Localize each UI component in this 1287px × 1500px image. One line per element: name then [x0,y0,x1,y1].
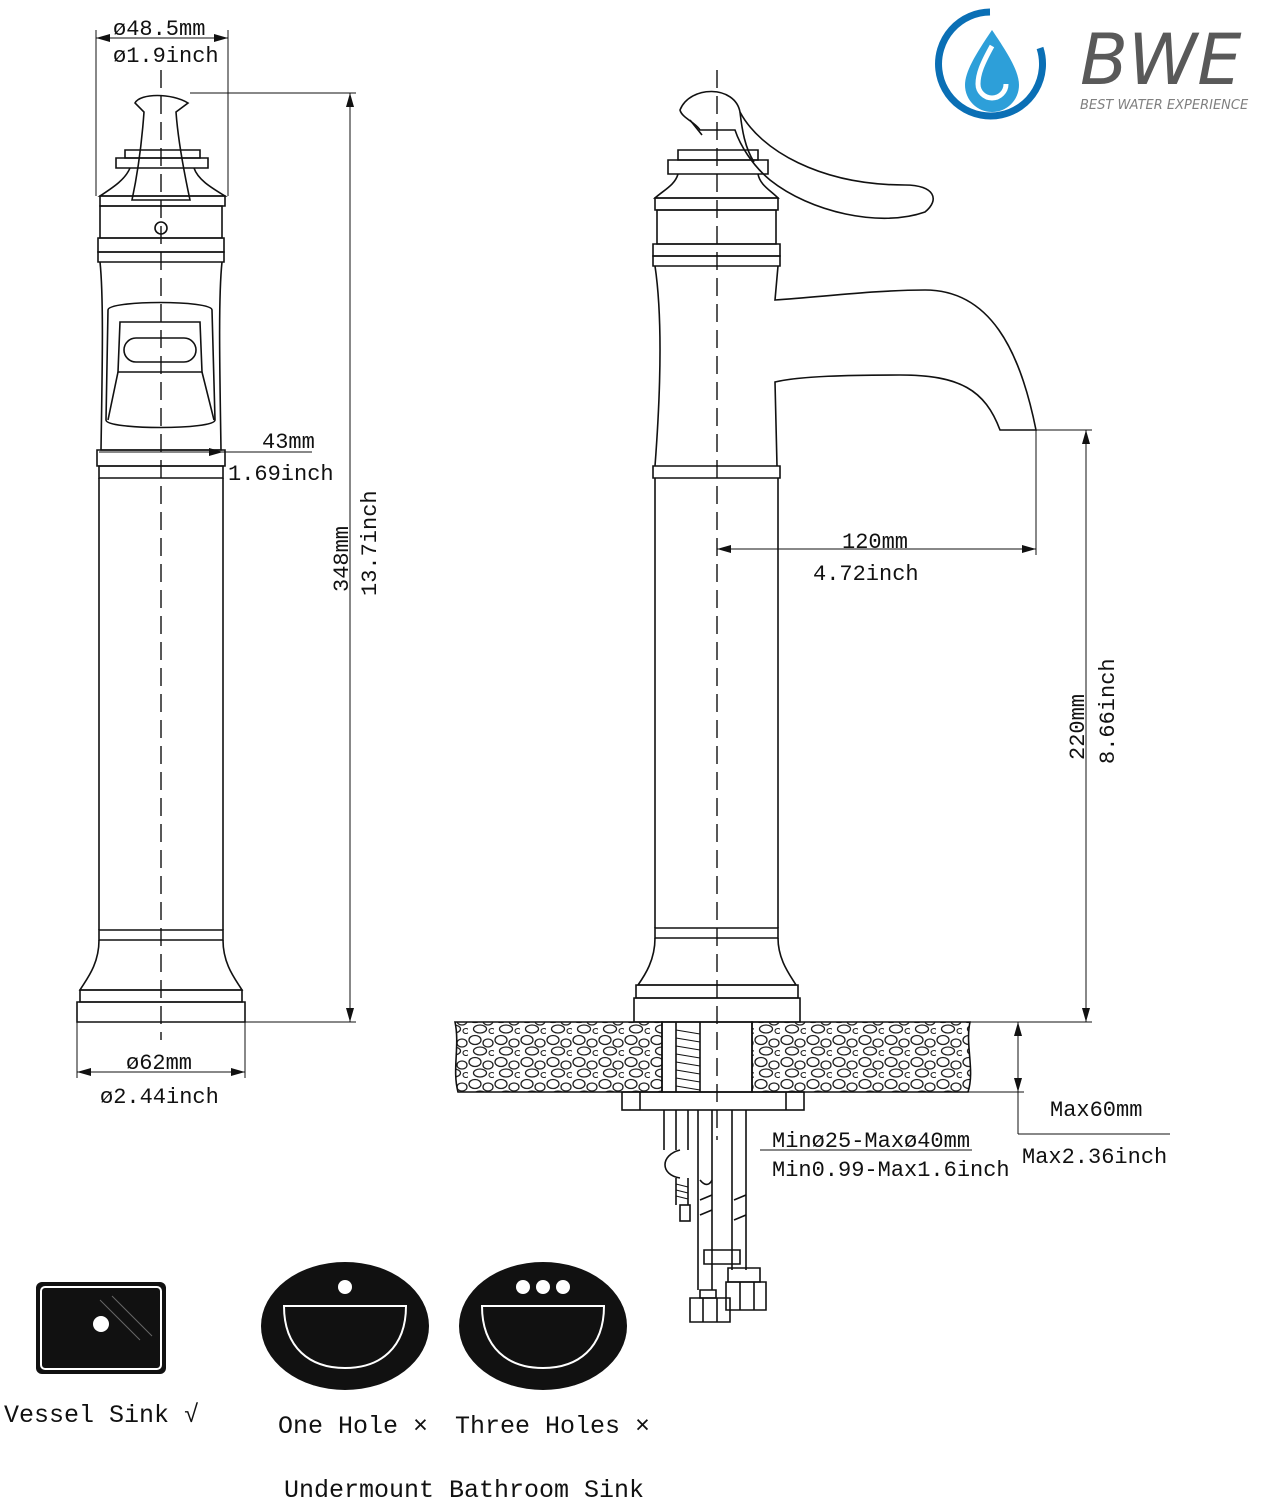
body-diameter-inch: 1.69inch [228,462,334,487]
reach-mm: 120mm [842,530,908,555]
front-view-dimensions: ø48.5mm ø1.9inch 43mm 1.69inch 348mm 13.… [76,17,383,1110]
base-diameter-inch: ø2.44inch [100,1085,219,1110]
vessel-sink-icon [36,1282,166,1374]
top-diameter-mm: ø48.5mm [113,17,205,42]
reach-inch: 4.72inch [813,562,919,587]
side-view-faucet [633,70,1037,1140]
spout-height-inch: 8.66inch [1096,658,1121,764]
deck-thickness-mm: Max60mm [1050,1098,1142,1123]
height-inch: 13.7inch [358,490,383,596]
one-hole-label: One Hole × [278,1412,428,1441]
water-drop-icon [935,8,1046,120]
hole-size-mm: Minø25-Maxø40mm [772,1129,970,1154]
base-diameter-mm: ø62mm [126,1051,192,1076]
height-mm: 348mm [330,526,355,592]
brand-name: BWE [1080,19,1242,101]
front-view-faucet [76,70,246,1040]
three-holes-label: Three Holes × [455,1412,650,1441]
side-view-dimensions: 120mm 4.72inch 220mm 8.66inch Max60mm Ma… [717,429,1170,1183]
brand-tagline: BEST WATER EXPERIENCE [1080,98,1249,113]
vessel-sink-label: Vessel Sink √ [4,1401,199,1430]
body-diameter-mm: 43mm [262,430,315,455]
brand-logo: BWE BEST WATER EXPERIENCE [935,8,1249,120]
hole-size-inch: Min0.99-Max1.6inch [772,1158,1010,1183]
deck-thickness-inch: Max2.36inch [1022,1145,1167,1170]
three-holes-sink-icon [459,1262,627,1390]
countertop-section [454,1021,972,1323]
undermount-label: Undermount Bathroom Sink [284,1476,644,1500]
top-diameter-inch: ø1.9inch [113,44,219,69]
spout-height-mm: 220mm [1066,694,1091,760]
one-hole-sink-icon [261,1262,429,1390]
